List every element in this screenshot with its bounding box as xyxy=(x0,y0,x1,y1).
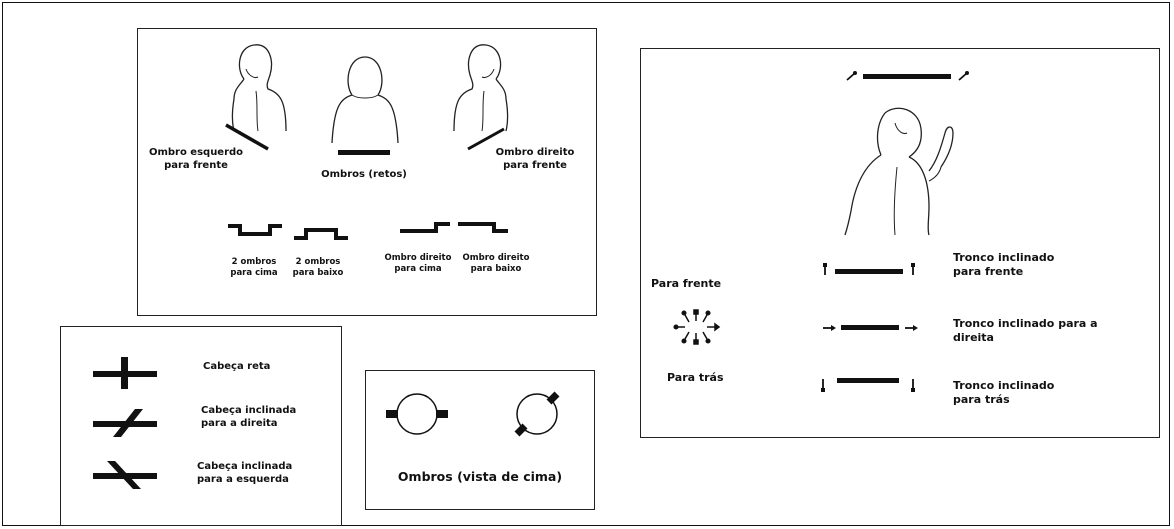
label-both-shoulders-down: 2 ombros para baixo xyxy=(292,257,344,278)
label-trunk-back: Tronco inclinado para trás xyxy=(953,379,1055,406)
symbol-trunk-rotated xyxy=(846,71,969,81)
symbol-trunk-back xyxy=(821,378,915,392)
label-forward: Para frente xyxy=(651,277,722,290)
label-head-tilt-left: Cabeça inclinada para a esquerda xyxy=(197,461,293,485)
symbol-both-shoulders-down xyxy=(294,228,348,240)
label-head-tilt-right: Cabeça inclinada para a direita xyxy=(201,405,297,429)
direction-compass xyxy=(673,309,721,345)
symbol-head-straight xyxy=(93,357,157,389)
symbol-shoulders-top-straight xyxy=(386,393,448,435)
head-panel: Cabeça reta Cabeça inclinada para a dire… xyxy=(60,326,342,526)
figure-right-shoulder-forward xyxy=(453,44,509,132)
symbol-left-shoulder-forward xyxy=(225,123,269,151)
label-trunk-forward: Tronco inclinado para frente xyxy=(953,251,1055,278)
symbol-shoulders-straight xyxy=(338,150,390,155)
symbol-head-tilt-left xyxy=(93,461,157,489)
figure-left-shoulder-forward xyxy=(231,44,287,132)
symbol-right-shoulder-up xyxy=(400,222,450,233)
label-shoulders-straight: Ombros (retos) xyxy=(321,169,407,180)
trunk-panel: Para frente Para trás Tronco inclinado p… xyxy=(640,48,1160,438)
top-view-panel: Ombros (vista de cima) xyxy=(365,370,595,510)
figure-trunk-pointing xyxy=(844,107,954,236)
top-view-title: Ombros (vista de cima) xyxy=(397,469,563,484)
symbol-trunk-forward xyxy=(823,263,915,275)
shoulders-panel: Ombro esquerdo para frente Ombros (retos… xyxy=(137,28,597,316)
label-right-shoulder-down: Ombro direito para baixo xyxy=(462,253,530,274)
symbol-head-tilt-right xyxy=(93,409,157,437)
symbol-trunk-right xyxy=(823,325,918,331)
label-head-straight: Cabeça reta xyxy=(203,361,271,372)
label-right-shoulder-forward: Ombro direito para frente xyxy=(495,147,575,171)
symbol-right-shoulder-down xyxy=(458,222,508,233)
label-left-shoulder-forward: Ombro esquerdo para frente xyxy=(148,147,244,171)
label-backward: Para trás xyxy=(667,371,724,384)
symbol-right-shoulder-forward xyxy=(467,127,505,151)
figure-shoulders-straight xyxy=(331,56,399,144)
label-trunk-right: Tronco inclinado para a direita xyxy=(953,317,1098,344)
symbol-both-shoulders-up xyxy=(228,224,282,236)
label-right-shoulder-up: Ombro direito para cima xyxy=(384,253,452,274)
label-both-shoulders-up: 2 ombros para cima xyxy=(230,257,278,278)
symbol-shoulders-top-rotated xyxy=(514,391,560,437)
